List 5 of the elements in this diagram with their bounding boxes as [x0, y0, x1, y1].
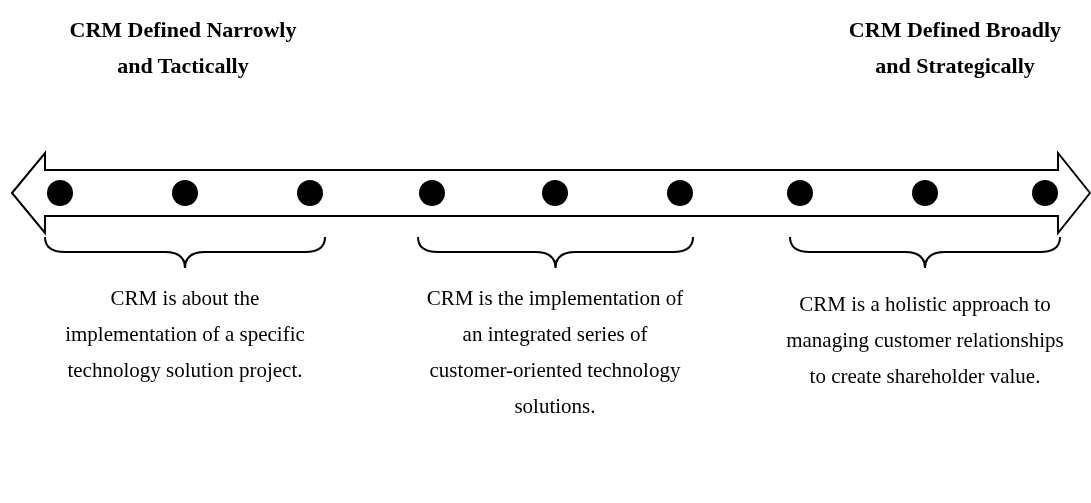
- description-text: CRM is a holistic approach to managing customer relationships to create shareholder value.: [785, 291, 1065, 390]
- description-text: CRM is about the implementation of a specific technology solution project.: [64, 285, 306, 384]
- description-text: CRM is the implementation of an integrated series of customer-oriented technology solutions.: [425, 285, 685, 420]
- heading: CRM Defined Broadly and Strategically: [847, 16, 1063, 80]
- heading: CRM Defined Narrowly and Tactically: [68, 16, 298, 80]
